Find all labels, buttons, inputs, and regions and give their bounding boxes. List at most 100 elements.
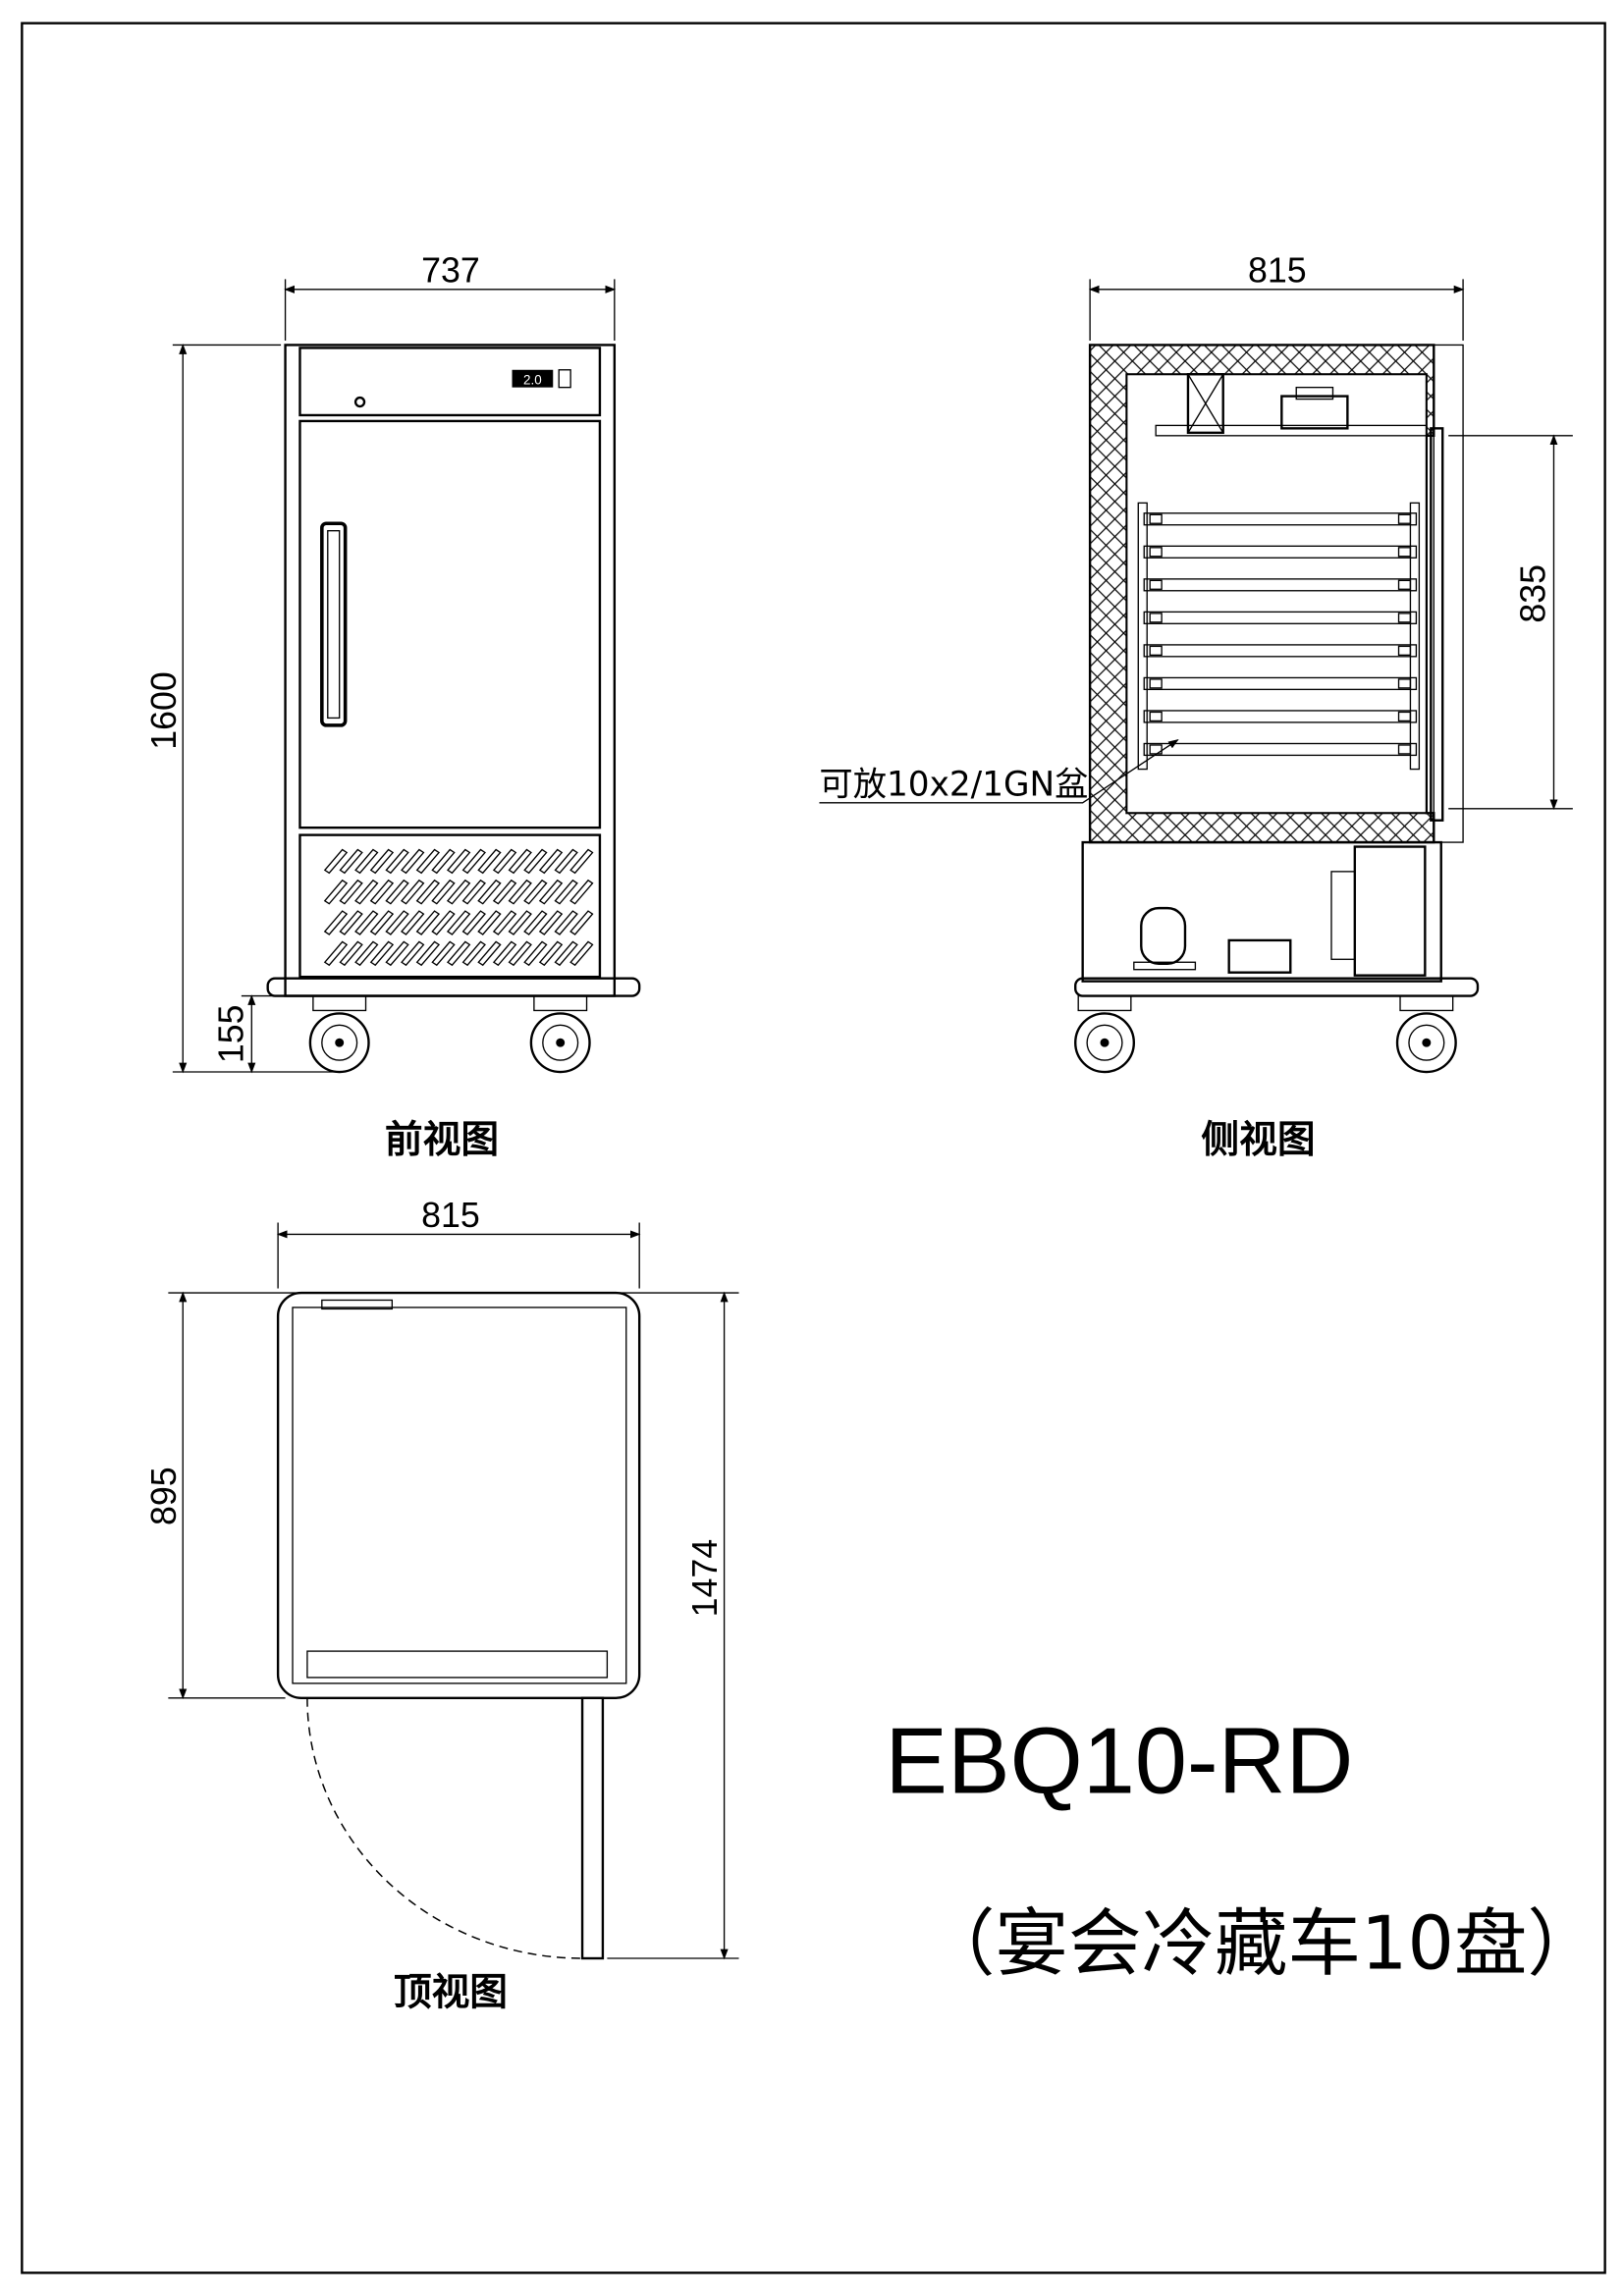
vent-slot — [492, 940, 517, 967]
condenser — [1353, 845, 1427, 977]
shelf-tray — [1143, 644, 1418, 658]
vent-slot — [446, 879, 471, 905]
vent-slot — [385, 910, 409, 935]
wheel-axle — [556, 1038, 566, 1047]
caster-mount — [1077, 994, 1132, 1012]
open-door — [580, 1696, 605, 1960]
shelf-tray — [1143, 512, 1418, 526]
vent-slot — [538, 848, 564, 875]
door-swing-arc — [306, 1697, 583, 1959]
vent-slot — [339, 940, 363, 967]
vent-slot — [354, 848, 379, 875]
vent-slot — [446, 848, 471, 875]
shelf-tray — [1143, 578, 1418, 592]
top-width-dim: 815 — [421, 1196, 480, 1235]
vent-slot — [431, 910, 456, 935]
wheel-hub — [321, 1024, 358, 1061]
vent-slot — [538, 910, 564, 935]
vent-slot — [339, 848, 363, 875]
side-view-label: 侧视图 — [1201, 1118, 1315, 1162]
wheel-hub — [1408, 1024, 1445, 1061]
vent-slot — [401, 879, 425, 905]
wheel-axle — [1100, 1038, 1110, 1047]
vent-slot — [492, 910, 517, 935]
vent-slot — [554, 940, 578, 967]
wheel-hub — [1086, 1024, 1123, 1061]
vent-slot — [461, 910, 486, 935]
evaporator-box — [1186, 373, 1224, 435]
vent-slot — [538, 940, 564, 967]
vent-slot — [461, 848, 486, 875]
shelf-tray — [1143, 545, 1418, 559]
vent-slot — [461, 940, 486, 967]
side-view: 815 835 可放10x2/1GN盆 侧视图 — [819, 250, 1573, 1162]
vent-slot — [369, 879, 395, 905]
vent-slot — [401, 940, 425, 967]
vent-slot — [323, 848, 349, 875]
vent-slot — [431, 879, 456, 905]
vent-slot — [401, 910, 425, 935]
tray-runner — [1149, 711, 1163, 722]
vent-slot — [369, 940, 395, 967]
caster-mount — [312, 994, 367, 1012]
side-depth-dim: 815 — [1248, 250, 1307, 290]
temperature-display — [512, 369, 554, 388]
wheel-axle — [335, 1038, 345, 1047]
side-base-plate — [1074, 977, 1480, 997]
vent-slot — [569, 848, 594, 875]
vent-slot — [508, 940, 532, 967]
capacity-note: 可放10x2/1GN盆 — [819, 765, 1088, 804]
vent-slot — [323, 940, 349, 967]
vent-slot — [354, 879, 379, 905]
vent-slot — [554, 910, 578, 935]
vent-slot — [369, 910, 395, 935]
front-height-dim: 1600 — [144, 671, 184, 750]
display-reading: 2.0 — [523, 373, 542, 388]
vent-slot — [415, 879, 441, 905]
vent-slot — [477, 879, 502, 905]
vent-slot — [415, 910, 441, 935]
compressor — [1133, 906, 1197, 971]
vent-slot — [369, 848, 395, 875]
vent-slot — [415, 940, 441, 967]
vent-slot — [431, 940, 456, 967]
vent-slot — [523, 940, 548, 967]
vent-slot — [554, 848, 578, 875]
tray-runner — [1149, 678, 1163, 689]
vent-slot — [431, 848, 456, 875]
tray-runner — [1149, 513, 1163, 524]
vent-slot — [569, 879, 594, 905]
vent-slot — [523, 879, 548, 905]
vent-slot — [492, 848, 517, 875]
door-edge — [1430, 427, 1444, 822]
vent-slot — [477, 910, 502, 935]
vent-slot — [477, 848, 502, 875]
fan-unit — [1280, 395, 1349, 430]
vent-slot — [415, 848, 441, 875]
front-view: 2.0 737 1600 155 前视图 — [144, 250, 641, 1162]
vent-slot — [401, 848, 425, 875]
wheel — [1395, 1012, 1457, 1074]
shelf-tray — [1143, 676, 1418, 691]
wheel-hub — [542, 1024, 579, 1061]
vent-slot — [508, 910, 532, 935]
top-view-label: 顶视图 — [394, 1971, 508, 2015]
product-description: （宴会冷藏车10盘） — [922, 1900, 1600, 1986]
caster-mount — [533, 994, 588, 1012]
vent-slot — [354, 940, 379, 967]
vent-slot — [385, 848, 409, 875]
model-number: EBQ10-RD — [885, 1710, 1353, 1814]
door — [298, 419, 602, 829]
shelf-zone-dim: 835 — [1514, 564, 1553, 623]
vent-slot — [385, 879, 409, 905]
wheel — [308, 1012, 370, 1074]
tray-runner — [1149, 547, 1163, 558]
base-height-dim: 155 — [211, 1004, 250, 1063]
tray-runner — [1149, 645, 1163, 657]
front-width-dim: 737 — [421, 250, 480, 290]
vent-slot — [339, 910, 363, 935]
vent-slot — [569, 910, 594, 935]
top-depth-dim: 895 — [144, 1467, 184, 1525]
vent-slot — [323, 879, 349, 905]
